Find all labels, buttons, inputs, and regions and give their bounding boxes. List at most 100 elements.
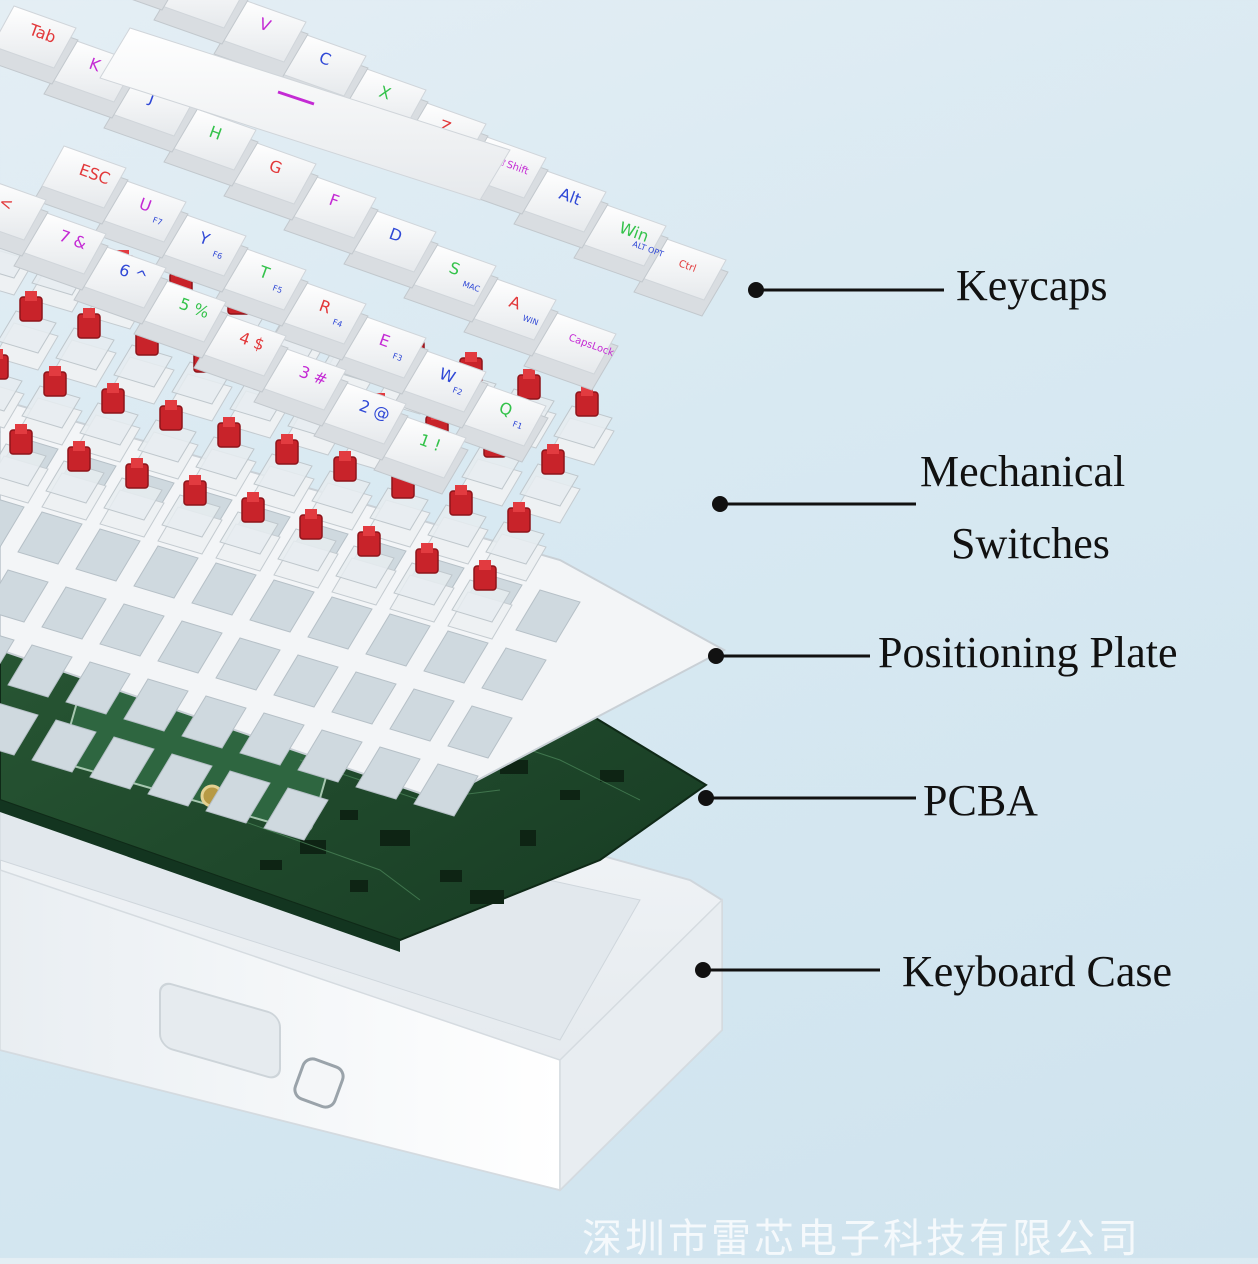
keycap: 7 & — [13, 211, 109, 291]
plate-hole — [389, 688, 455, 742]
mechanical-switch — [0, 349, 25, 429]
leader-switches — [712, 496, 916, 512]
plate-hole — [413, 763, 479, 817]
plate-hole — [307, 596, 373, 650]
mechanical-switch — [549, 386, 615, 466]
leader-keycaps — [748, 282, 944, 298]
keycap: 2 @ — [313, 381, 409, 461]
plate-hole — [99, 603, 165, 657]
spacebar-keycap — [99, 27, 511, 201]
plate-hole — [365, 613, 431, 667]
keycap: CapsLock — [523, 311, 619, 391]
keycap: WF2 — [393, 349, 489, 429]
leader-dot — [748, 282, 764, 298]
keycap: TF5 — [213, 247, 309, 327]
company-watermark: 深圳市雷芯电子科技有限公司 — [582, 1216, 1141, 1262]
keycap-legend: J — [146, 88, 158, 108]
keycap: 6 ^ — [73, 245, 169, 325]
keycap: Alt — [513, 169, 609, 249]
plate-hole — [17, 511, 83, 565]
plate-hole — [355, 746, 421, 800]
mechanical-switch — [191, 417, 257, 497]
plate-hole — [31, 719, 97, 773]
keycap: F — [283, 175, 379, 255]
keycap: QF1 — [453, 383, 549, 463]
keycap-legend: B — [197, 0, 214, 2]
leader-dot — [698, 790, 714, 806]
label-keyboard-case: Keyboard Case — [902, 947, 1173, 996]
plate-hole — [205, 770, 271, 824]
keycap: Tab — [0, 5, 79, 85]
plate-hole — [239, 712, 305, 766]
keycap: UF7 — [93, 179, 189, 259]
keycap-sub-legend: F5 — [271, 283, 283, 295]
plate-hole — [65, 661, 131, 715]
keycap-sub-legend: F4 — [331, 317, 343, 329]
keycap-sub-legend: F6 — [211, 249, 223, 261]
keycap-sub-legend: F7 — [151, 215, 163, 227]
plate-hole — [7, 644, 73, 698]
keycap-sub-legend: F1 — [511, 419, 523, 431]
plate-hole — [0, 635, 15, 665]
keycap-legend: Q — [497, 398, 515, 420]
mechanical-switch — [0, 291, 59, 371]
keycap: 1 ! — [373, 415, 469, 495]
mechanical-switch — [157, 475, 223, 555]
plate-hole — [89, 736, 155, 790]
keycap: ESC — [33, 145, 129, 225]
plate-hole — [515, 589, 581, 643]
plate-hole — [331, 671, 397, 725]
leader-dot — [695, 962, 711, 978]
keycap-legend: W — [437, 364, 459, 387]
plate-hole — [191, 562, 257, 616]
label-pcba: PCBA — [923, 776, 1038, 825]
mechanical-switch — [307, 451, 373, 531]
mechanical-switch — [133, 400, 199, 480]
mechanical-switch — [215, 492, 281, 572]
keycap: RF4 — [273, 281, 369, 361]
mechanical-switch — [99, 458, 165, 538]
plate-hole — [147, 753, 213, 807]
case-side-recess — [159, 982, 281, 1079]
mechanical-switch — [249, 434, 315, 514]
leader-dot — [712, 496, 728, 512]
plate-hole — [0, 499, 25, 548]
mechanical-switch — [389, 543, 455, 623]
plate-hole — [123, 678, 189, 732]
mechanical-switch — [109, 325, 175, 405]
mechanical-switch — [447, 560, 513, 640]
keycap: 4 $ — [193, 313, 289, 393]
plate-hole — [423, 630, 489, 684]
keycap-sub-legend: F2 — [451, 385, 463, 397]
label-positioning-plate: Positioning Plate — [878, 628, 1178, 677]
mechanical-switch — [51, 308, 117, 388]
keycap-legend: D — [387, 224, 405, 246]
usb-port — [293, 1057, 345, 1109]
keycap: YF6 — [153, 213, 249, 293]
keycap: < — [0, 183, 49, 257]
keycap: Ctrl — [633, 237, 729, 317]
leader-plate — [708, 648, 870, 664]
plate-hole — [133, 545, 199, 599]
keycap: H — [163, 107, 259, 187]
pcb-edge — [0, 800, 400, 952]
mechanical-switch — [41, 441, 107, 521]
plate-hole — [157, 620, 223, 674]
keycap: N — [132, 0, 169, 11]
keycap: 5 % — [133, 279, 229, 359]
keycap: V — [213, 0, 309, 79]
keycap-sub-legend: F3 — [391, 351, 403, 363]
mechanical-switch — [515, 444, 581, 524]
spacebar-led-mark — [277, 90, 315, 106]
mechanical-switch — [0, 424, 49, 504]
plate-hole — [41, 586, 107, 640]
keycap: EF3 — [333, 315, 429, 395]
plate-hole — [297, 729, 363, 783]
plate-hole — [263, 787, 329, 841]
mechanical-switch — [75, 383, 141, 463]
case-side-wall — [559, 898, 723, 1192]
plate-hole — [215, 637, 281, 691]
